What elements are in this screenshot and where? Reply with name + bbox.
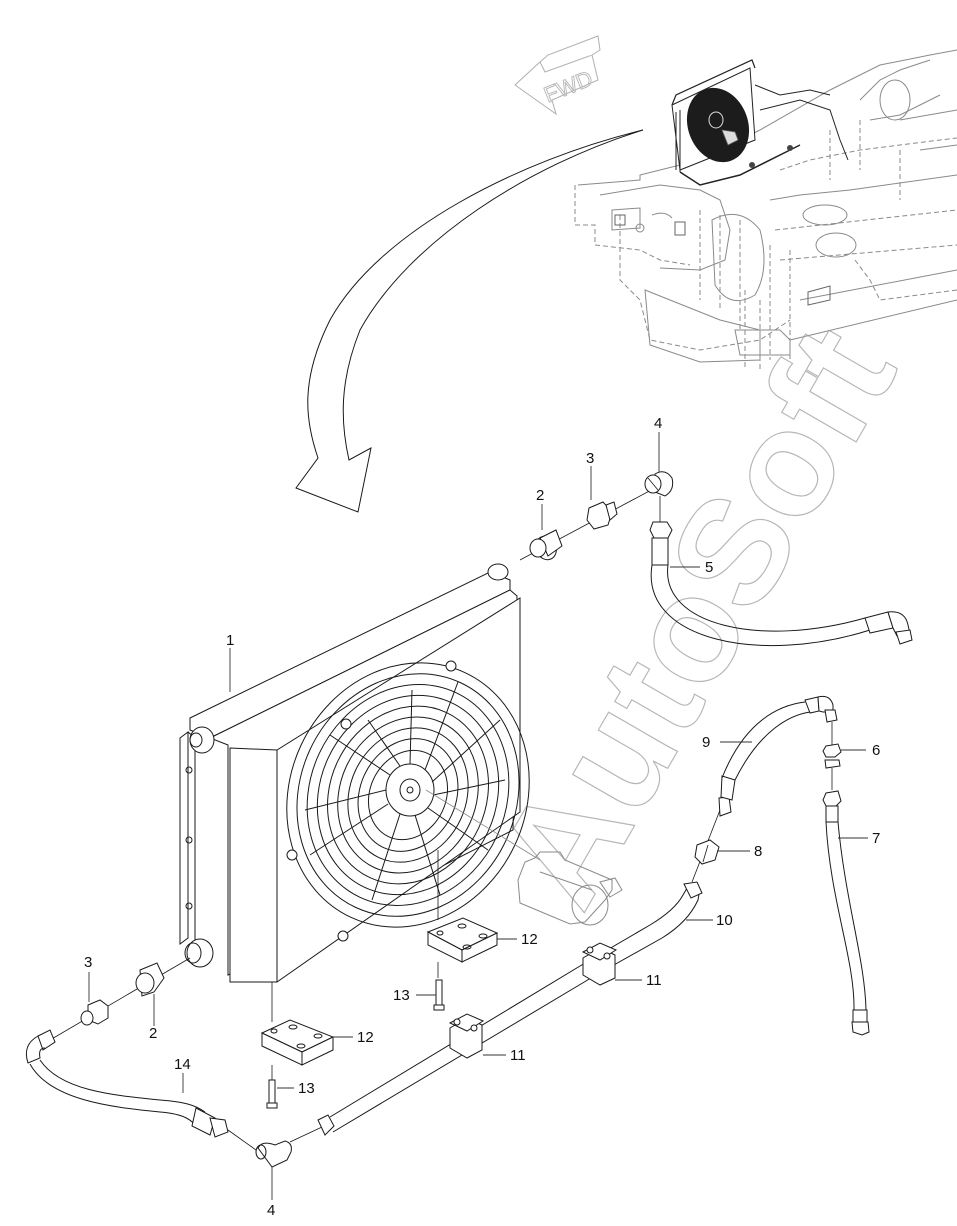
- hose-upper: [649, 521, 913, 646]
- callout-9: 9: [702, 734, 710, 751]
- machine-frame-inset: FWD: [514, 35, 957, 372]
- callout-8: 8: [754, 843, 762, 860]
- bolt-left: [266, 1065, 278, 1109]
- mount-pad-left: [260, 982, 335, 1066]
- location-arrow-icon: [295, 129, 644, 513]
- union-connector: [822, 722, 842, 790]
- oil-cooler-with-fan: [179, 563, 530, 983]
- callout-leaders: [88, 432, 868, 1093]
- callout-labels: 1 2 3 4 5 6 7 8 9 10 11 11 12 12 13 13 3…: [84, 415, 880, 1219]
- callout-3-upper: 3: [586, 450, 594, 467]
- bolt-right: [433, 962, 445, 1011]
- callout-7: 7: [872, 830, 880, 847]
- connector-lower: [80, 999, 109, 1026]
- callout-3-lower: 3: [84, 954, 92, 971]
- nut-connector: [691, 809, 721, 883]
- fwd-arrow-icon: FWD: [514, 35, 601, 116]
- adapter-upper: [529, 529, 563, 561]
- callout-11-right: 11: [646, 972, 662, 989]
- elbow-upper: [644, 471, 674, 497]
- svg-text:AutoSoft: AutoSoft: [465, 300, 927, 932]
- inset-cooler: [671, 59, 849, 186]
- callout-14: 14: [174, 1056, 191, 1073]
- callout-5: 5: [705, 559, 713, 576]
- callout-11-left: 11: [510, 1047, 526, 1064]
- hose-right: [822, 790, 870, 1036]
- fan-guard: [286, 660, 530, 942]
- elbow-lower: [255, 1140, 292, 1200]
- callout-4-lower: 4: [267, 1202, 275, 1219]
- lower-fittings: [25, 957, 323, 1200]
- adapter-lower: [135, 962, 165, 997]
- fan-motor-ghost: [425, 789, 623, 926]
- mount-pad-right: [426, 850, 499, 963]
- hose-lower: [25, 1029, 229, 1138]
- callout-10: 10: [716, 912, 733, 929]
- watermark: AutoSoft: [464, 299, 927, 932]
- callout-4-upper: 4: [654, 415, 662, 432]
- callout-12-left: 12: [357, 1029, 374, 1046]
- callout-6: 6: [872, 742, 880, 759]
- callout-12-right: 12: [521, 931, 538, 948]
- callout-13-right: 13: [393, 987, 410, 1004]
- callout-2-upper: 2: [536, 487, 544, 504]
- clamp-left: [448, 1013, 485, 1059]
- callout-13-left: 13: [298, 1080, 315, 1097]
- upper-fittings: [519, 471, 913, 646]
- tube: [317, 881, 703, 1136]
- connector-upper: [586, 501, 618, 530]
- hose-middle: [718, 695, 838, 817]
- clamp-right: [581, 942, 618, 986]
- callout-2-lower: 2: [149, 1025, 157, 1042]
- callout-1: 1: [226, 632, 234, 649]
